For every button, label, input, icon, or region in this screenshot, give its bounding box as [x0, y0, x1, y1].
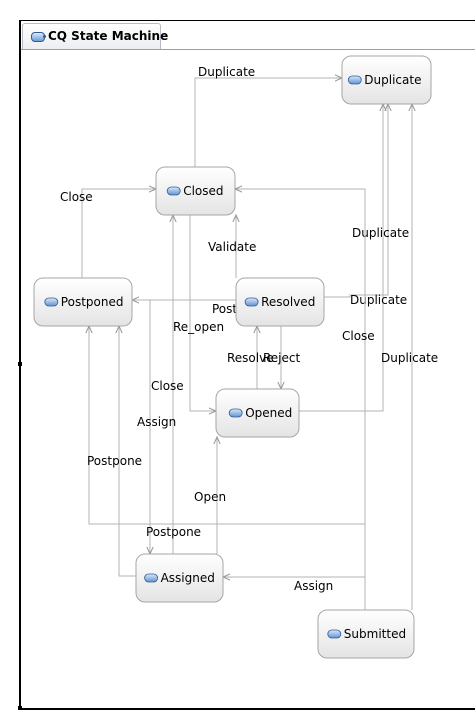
tab-separator [21, 49, 475, 50]
transition-submitted-closed[interactable]: Close [235, 189, 375, 610]
transition-line[interactable] [89, 326, 366, 610]
editor-tab[interactable]: CQ State Machine [22, 23, 168, 49]
left-resize-handle[interactable] [18, 362, 22, 366]
transition-line[interactable] [132, 299, 150, 554]
state-label: Duplicate [364, 73, 421, 87]
state-label: Resolved [261, 295, 315, 309]
transition-label[interactable]: Reject [263, 351, 300, 365]
transition-label[interactable]: Assign [294, 579, 333, 593]
transition-closed-opened[interactable]: Re_open [173, 215, 224, 411]
state-resolved[interactable]: Resolved [235, 277, 325, 327]
state-label: Assigned [161, 571, 215, 585]
state-icon [144, 573, 159, 583]
state-icon [327, 629, 342, 639]
transition-label[interactable]: Duplicate [381, 351, 438, 365]
transition-label[interactable]: Re_open [173, 320, 224, 334]
bottom-resize-handle[interactable] [18, 706, 22, 710]
state-box[interactable] [135, 553, 224, 603]
state-assigned[interactable]: Assigned [135, 553, 224, 603]
editor-tab-title: CQ State Machine [48, 29, 169, 43]
transition-line[interactable] [299, 104, 383, 412]
transition-line[interactable] [189, 215, 216, 411]
state-box[interactable] [155, 166, 236, 216]
state-label: Closed [183, 184, 223, 198]
state-submitted[interactable]: Submitted [317, 609, 415, 659]
state-postponed[interactable]: Postponed [33, 277, 133, 327]
state-icon [347, 75, 362, 85]
transition-label[interactable]: Duplicate [198, 65, 255, 79]
state-icon [244, 297, 259, 307]
transition-resolved-opened[interactable]: Reject [263, 326, 300, 389]
transition-resolved-closed[interactable]: Validate [208, 215, 256, 278]
transition-closed-duplicate[interactable]: Duplicate [194, 65, 342, 167]
transition-postponed-assigned[interactable]: Assign [132, 299, 176, 554]
state-box[interactable] [317, 609, 415, 659]
transition-label[interactable]: Duplicate [350, 293, 407, 307]
transition-label[interactable]: Close [151, 379, 184, 393]
state-box[interactable] [235, 277, 325, 327]
state-icon [228, 408, 243, 418]
state-label: Submitted [344, 627, 406, 641]
transition-opened-resolved[interactable]: Resolve [227, 326, 274, 389]
transition-submitted-assigned[interactable]: Assign [223, 577, 366, 610]
transition-postponed-closed[interactable]: Close [60, 189, 156, 278]
transition-assigned-opened[interactable]: Open [194, 437, 226, 554]
transition-label[interactable]: Close [60, 190, 93, 204]
state-box[interactable] [341, 55, 432, 105]
transition-submitted-duplicate[interactable]: Duplicate [381, 104, 438, 610]
transition-resolved-duplicate[interactable]: Duplicate [324, 104, 409, 298]
transition-assigned-postponed[interactable]: Postpone [119, 326, 201, 577]
state-duplicate[interactable]: Duplicate [341, 55, 432, 105]
transition-label[interactable]: Close [342, 329, 375, 343]
transition-label[interactable]: Postpone [87, 454, 142, 468]
transition-line[interactable] [119, 326, 136, 577]
transition-line[interactable] [194, 78, 342, 167]
transition-label[interactable]: Assign [137, 415, 176, 429]
state-closed[interactable]: Closed [155, 166, 236, 216]
state-opened[interactable]: Opened [215, 388, 300, 438]
transition-label[interactable]: Duplicate [352, 226, 409, 240]
transition-label[interactable]: Validate [208, 240, 256, 254]
transition-line[interactable] [235, 189, 366, 610]
state-label: Postponed [61, 295, 124, 309]
transition-submitted-postponed[interactable]: Postpone [87, 326, 366, 610]
state-icon [44, 297, 59, 307]
state-icon [166, 186, 181, 196]
transition-assigned-closed[interactable]: Close [151, 215, 184, 554]
transition-opened-duplicate[interactable]: Duplicate [299, 104, 407, 412]
transition-label[interactable]: Resolve [227, 351, 274, 365]
state-box[interactable] [33, 277, 133, 327]
state-box[interactable] [215, 388, 300, 438]
state-label: Opened [245, 406, 292, 420]
transition-line[interactable] [81, 189, 156, 278]
transition-line[interactable] [324, 104, 388, 298]
transition-label[interactable]: Open [194, 490, 226, 504]
state-machine-icon-dot [43, 35, 46, 38]
transition-line[interactable] [223, 577, 366, 610]
transition-label[interactable]: Postpone [146, 525, 201, 539]
